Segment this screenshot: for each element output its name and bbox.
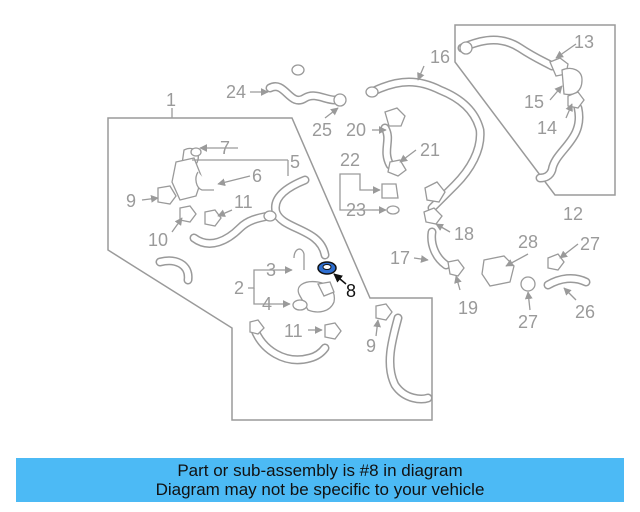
callout-19: 19 [458, 298, 478, 318]
callout-1: 1 [166, 90, 176, 110]
callout-9-left: 9 [126, 191, 136, 211]
callout-labels: 1 2 3 4 5 6 7 8 9 9 10 11 11 12 13 14 15… [126, 32, 600, 356]
callout-24: 24 [226, 82, 246, 102]
assembly-1-outline [107, 117, 433, 421]
callout-11-lower: 11 [284, 321, 303, 341]
callout-18: 18 [454, 224, 474, 244]
part-8-highlighted[interactable] [317, 261, 337, 275]
callout-8: 8 [346, 281, 356, 301]
banner-line-1: Part or sub-assembly is #8 in diagram [177, 461, 463, 480]
callout-15: 15 [524, 92, 544, 112]
callout-26: 26 [575, 302, 595, 322]
callout-28: 28 [518, 232, 538, 252]
callout-20: 20 [346, 120, 366, 140]
callout-2: 2 [234, 278, 244, 298]
callout-21: 21 [420, 140, 440, 160]
callout-17: 17 [390, 248, 410, 268]
callout-16: 16 [430, 47, 450, 67]
callout-3: 3 [266, 260, 276, 280]
callout-11-upper: 11 [234, 192, 253, 212]
callout-25: 25 [312, 120, 332, 140]
callout-10: 10 [148, 230, 168, 250]
callout-6: 6 [252, 166, 262, 186]
callout-14: 14 [537, 118, 557, 138]
callout-27-lower: 27 [518, 312, 538, 332]
callout-13: 13 [574, 32, 594, 52]
leader-lines [141, 43, 579, 337]
banner-line-2: Diagram may not be specific to your vehi… [155, 480, 485, 499]
callout-5: 5 [290, 152, 300, 172]
callout-7: 7 [220, 138, 230, 158]
callout-22: 22 [340, 150, 360, 170]
info-banner: Part or sub-assembly is #8 in diagram Di… [16, 458, 624, 502]
assembly-12-outline [454, 24, 616, 196]
callout-9-lower: 9 [366, 336, 376, 356]
callout-27-right: 27 [580, 234, 600, 254]
parts-diagram: 1 2 3 4 5 6 7 8 9 9 10 11 11 12 13 14 15… [107, 24, 616, 421]
components [157, 41, 585, 340]
callout-23: 23 [346, 200, 366, 220]
callout-12: 12 [563, 204, 583, 224]
callout-4: 4 [262, 294, 272, 314]
